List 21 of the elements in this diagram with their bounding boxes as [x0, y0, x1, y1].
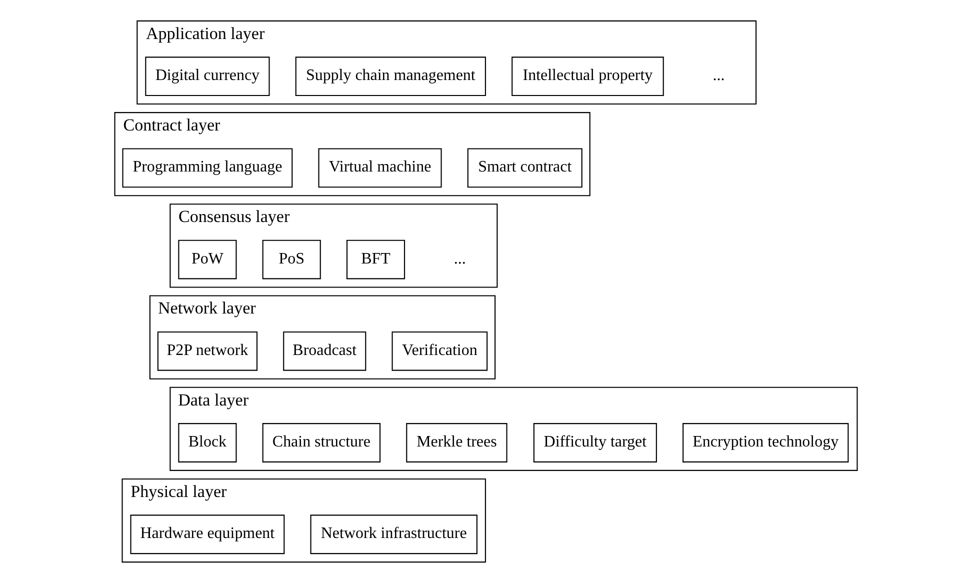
node-box: Intellectual property [511, 56, 664, 96]
node-box: Merkle trees [406, 423, 507, 462]
node-box: Hardware equipment [130, 514, 284, 554]
node-box: P2P network [156, 331, 258, 371]
node-box: Block [178, 423, 236, 462]
node-box: Chain structure [262, 423, 380, 462]
label: ... [453, 250, 466, 268]
node-box: Network infrastructure [310, 514, 477, 554]
label: ... [712, 67, 724, 84]
node-box: Supply chain management [294, 56, 486, 96]
node-box: BFT [346, 240, 405, 280]
node-box: Digital currency [144, 56, 270, 96]
node-box: Virtual machine [318, 148, 442, 188]
node-box: Programming language [122, 148, 292, 188]
node-box: Verification [391, 331, 488, 371]
node-box: Encryption technology [682, 423, 848, 462]
node-box: Smart contract [466, 148, 582, 188]
node-box: Difficulty target [532, 423, 656, 462]
node-box: PoW [178, 240, 236, 280]
node-box: Broadcast [282, 331, 366, 371]
node-box: PoS [262, 240, 320, 280]
